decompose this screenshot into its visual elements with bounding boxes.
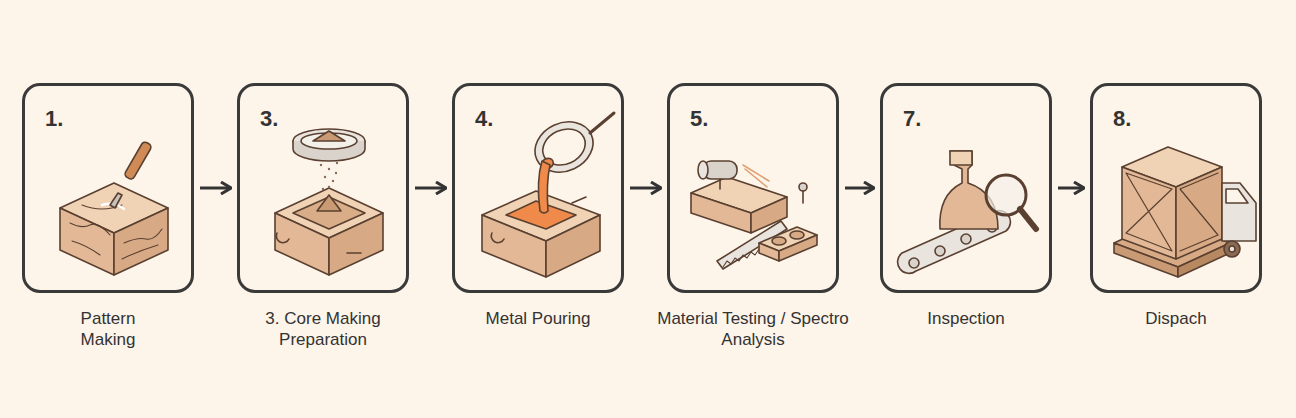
step-number: 7. <box>903 106 921 132</box>
step-number: 3. <box>260 106 278 132</box>
process-box: 4.Metal Pouring <box>452 83 624 293</box>
step-number: 8. <box>1113 106 1131 132</box>
dispatch-illustration <box>1114 147 1256 277</box>
process-box: 3.3. Core Making Preparation <box>237 83 409 293</box>
testing-illustration <box>691 161 817 269</box>
process-box: 5.Material Testing / Spectro Analysis <box>667 83 839 293</box>
step-caption: Pattern Making <box>53 308 163 351</box>
step-caption: Metal Pouring <box>438 308 638 329</box>
inspection-illustration <box>898 151 1036 273</box>
step-number: 4. <box>475 106 493 132</box>
wood-block-illustration <box>60 141 168 275</box>
flow-arrow <box>200 187 231 190</box>
flow-arrow <box>1058 187 1084 190</box>
step-caption: Inspection <box>866 308 1066 329</box>
process-box: 7.Inspection <box>880 83 1052 293</box>
process-box: 8.Dispach <box>1090 83 1262 293</box>
step-caption: 3. Core Making Preparation <box>223 308 423 351</box>
flow-arrow <box>415 187 446 190</box>
flow-arrow <box>630 187 661 190</box>
pouring-illustration <box>482 113 614 277</box>
flow-arrow <box>845 187 874 190</box>
step-caption: Material Testing / Spectro Analysis <box>653 308 853 351</box>
process-box: 1.Pattern Making <box>22 83 194 293</box>
sand-flask-illustration <box>275 129 383 275</box>
step-number: 5. <box>690 106 708 132</box>
step-caption: Dispach <box>1076 308 1276 329</box>
step-number: 1. <box>45 106 63 132</box>
